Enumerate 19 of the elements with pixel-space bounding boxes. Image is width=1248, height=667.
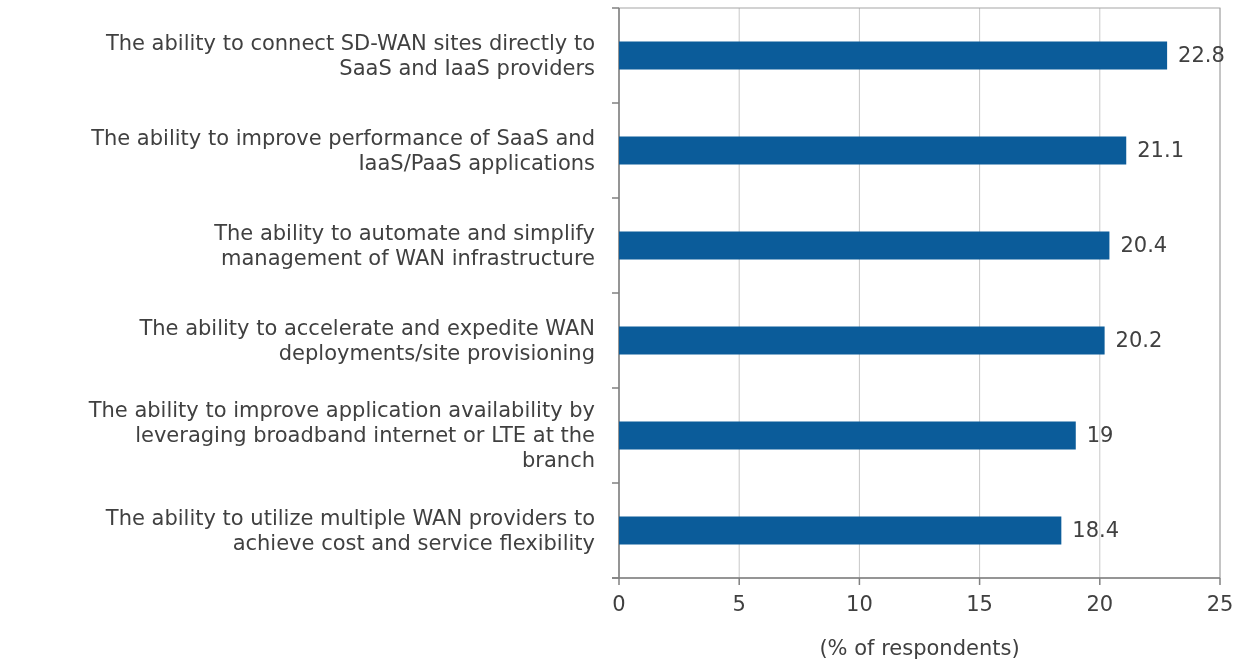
- tick-label: 0: [611, 592, 627, 617]
- axis-title: (% of respondents): [818, 636, 1021, 661]
- value-label: 19: [1086, 422, 1114, 448]
- category-label: The ability to connect SD-WAN sites directly to SaaS and IaaS providers: [104, 29, 595, 82]
- tick-label: 5: [731, 592, 747, 617]
- value-label: 22.8: [1178, 42, 1225, 68]
- tick-label: 15: [965, 592, 994, 617]
- category-label: The ability to improve application availability by leveraging broadband internet or LTE at the branch: [87, 397, 595, 474]
- value-label: 20.4: [1120, 232, 1168, 258]
- value-label: 21.1: [1137, 137, 1184, 163]
- value-label: 18.4: [1072, 517, 1120, 543]
- category-label: The ability to automate and simplify management of WAN infrastructure: [213, 219, 595, 272]
- category-label: The ability to improve performance of SaaS and IaaS/PaaS applications: [90, 124, 595, 177]
- category-label: The ability to utilize multiple WAN providers to achieve cost and service flexibility: [104, 504, 595, 557]
- category-label: The ability to accelerate and expedite WAN deployments/site provisioning: [138, 314, 595, 367]
- tick-label: 25: [1205, 592, 1235, 617]
- tick-label: 10: [845, 592, 874, 617]
- value-label: 20.2: [1115, 327, 1163, 353]
- tick-label: 20: [1085, 592, 1115, 617]
